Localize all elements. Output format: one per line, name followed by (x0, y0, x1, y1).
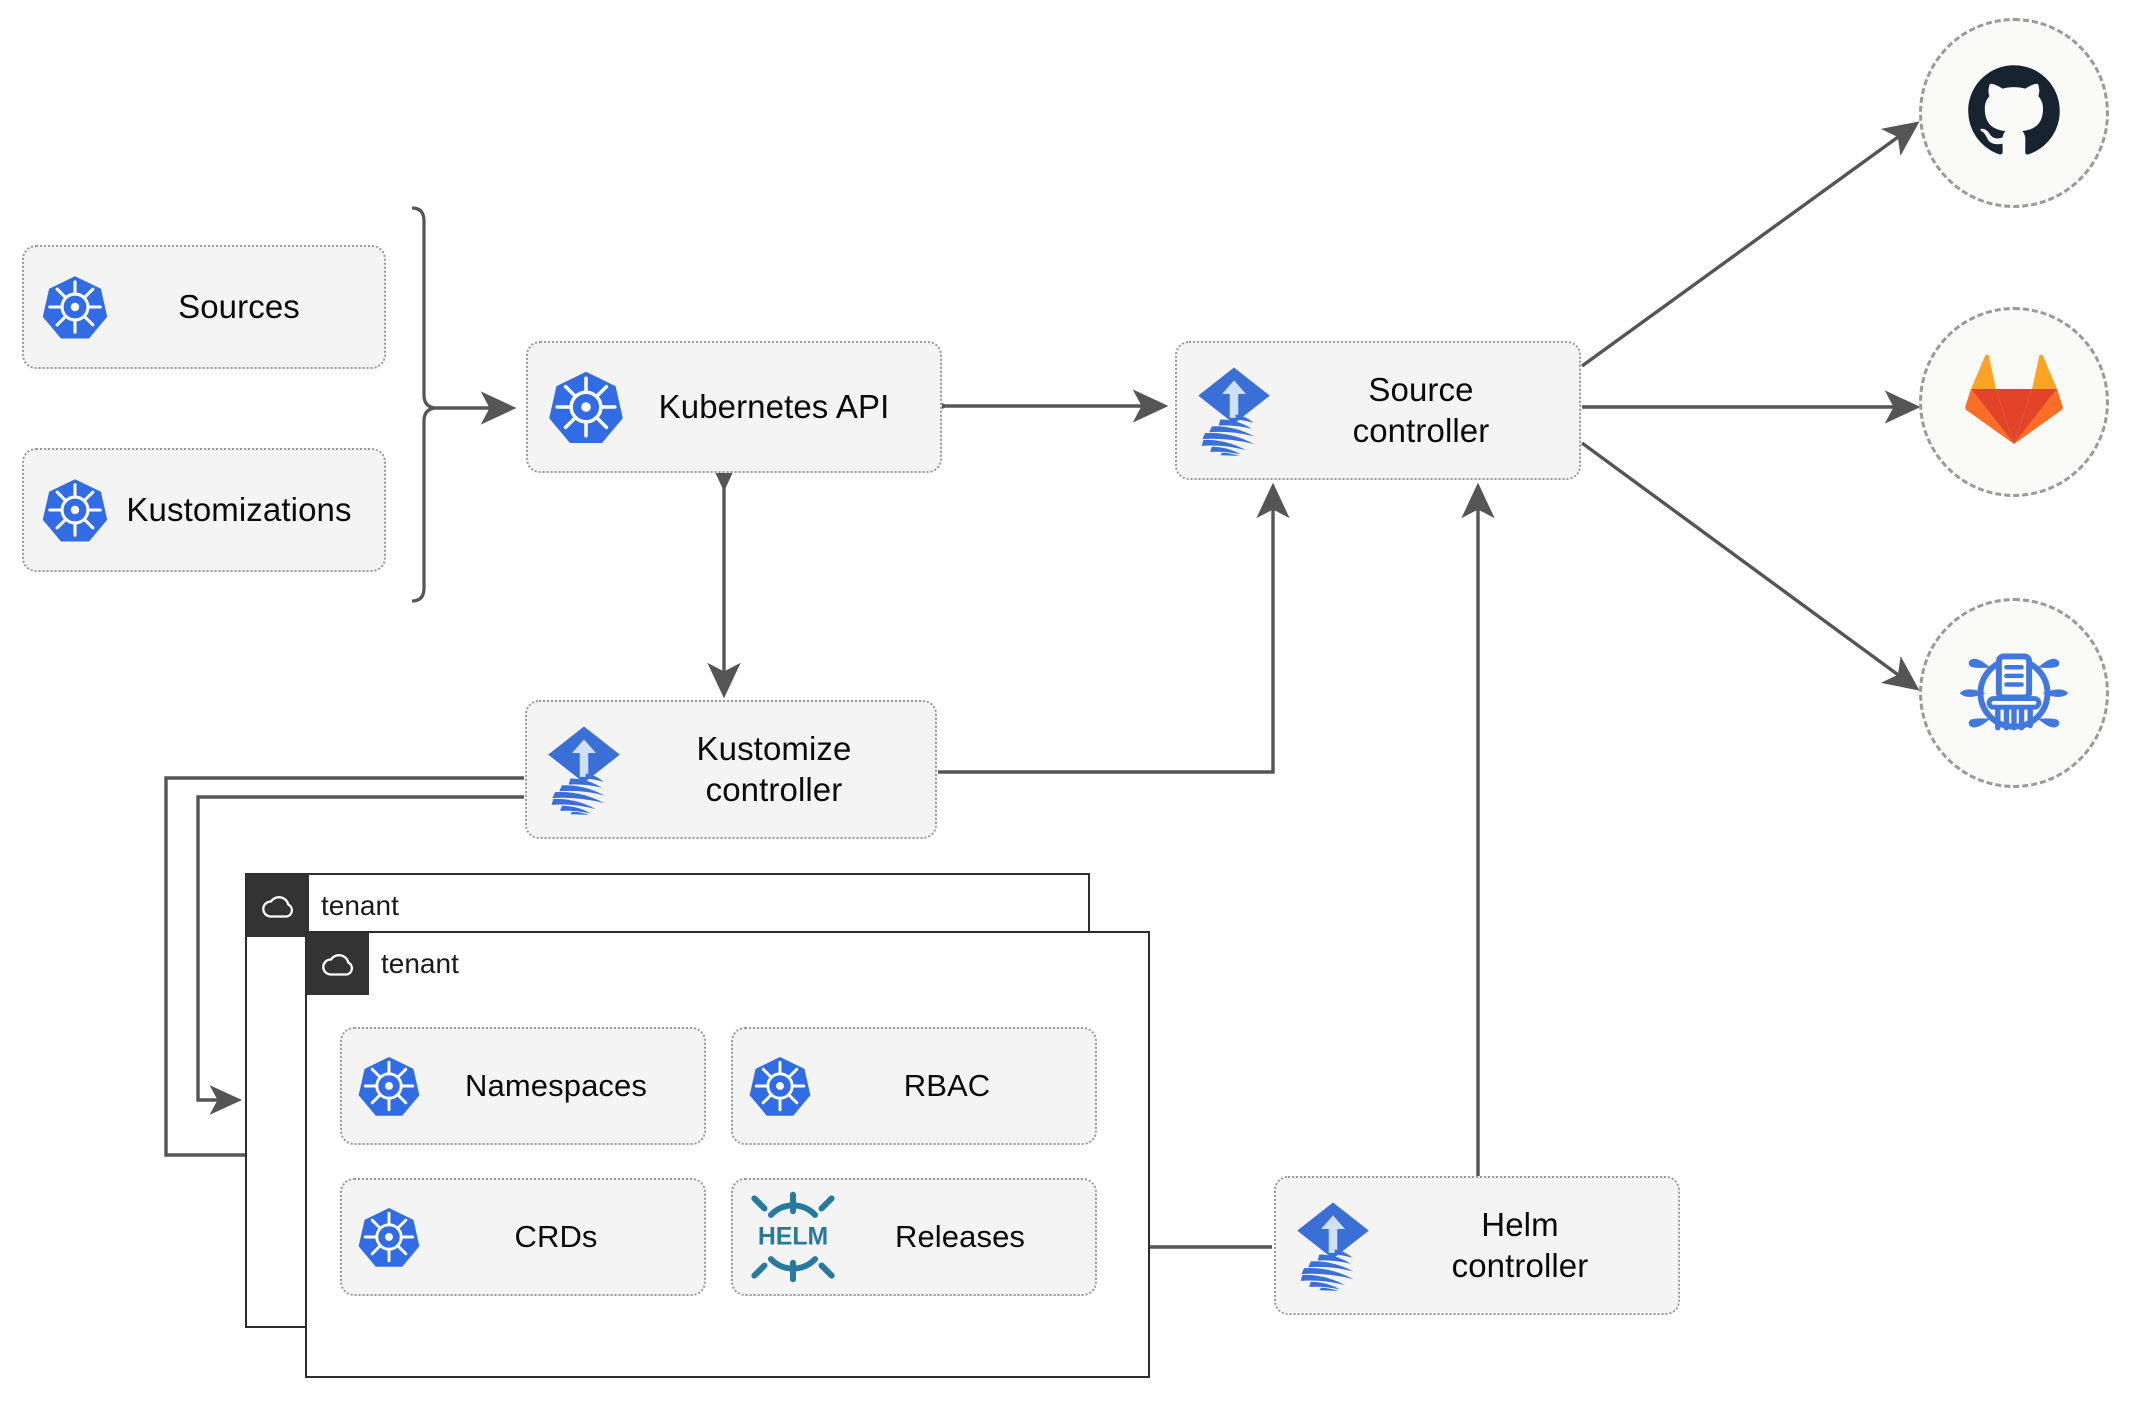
card-rbac[interactable]: RBAC (731, 1027, 1097, 1145)
card-sources[interactable]: Sources (22, 245, 386, 369)
wire-source-bucket (1580, 441, 1920, 691)
card-namespaces[interactable]: Namespaces (340, 1027, 706, 1145)
cloud-icon (247, 875, 309, 937)
cloud-icon (307, 933, 369, 995)
kubernetes-icon (40, 475, 110, 545)
card-kubernetes-api[interactable]: Kubernetes API (526, 341, 942, 473)
kubernetes-icon (40, 272, 110, 342)
tenant-container-inner: tenant (305, 931, 1150, 1378)
card-label: Kustomize controller (696, 730, 852, 808)
card-crds[interactable]: CRDs (340, 1178, 706, 1296)
group-bracket (411, 206, 438, 603)
card-source-controller[interactable]: Source controller (1175, 341, 1581, 480)
helm-repository-icon (1959, 637, 2069, 750)
card-label: Namespaces (465, 1068, 647, 1104)
card-kustomizations[interactable]: Kustomizations (22, 448, 386, 572)
github-icon (1962, 59, 2066, 168)
gitlab-icon (1964, 352, 2064, 453)
card-releases[interactable]: HELM Releases (731, 1178, 1097, 1296)
flux-icon (1191, 365, 1277, 457)
kubernetes-icon (356, 1204, 422, 1270)
provider-github[interactable] (1919, 18, 2109, 208)
kubernetes-icon (747, 1053, 813, 1119)
wire-source-github (1581, 121, 1920, 368)
card-label: Source controller (1352, 371, 1490, 449)
card-label: Kustomizations (126, 490, 352, 528)
kubernetes-icon (546, 367, 626, 447)
card-label: Kubernetes API (658, 387, 890, 425)
helm-icon: HELM (747, 1191, 839, 1283)
card-helm-controller[interactable]: Helm controller (1274, 1176, 1680, 1315)
card-label: CRDs (514, 1219, 598, 1255)
card-kustomize-controller[interactable]: Kustomize controller (525, 700, 937, 839)
card-label: Helm controller (1451, 1206, 1589, 1284)
tenant-label: tenant (321, 890, 399, 921)
provider-helm-repository[interactable] (1919, 598, 2109, 788)
flux-icon (541, 724, 627, 816)
card-label: Sources (178, 287, 300, 325)
flux-icon (1290, 1200, 1376, 1292)
card-label: Releases (894, 1219, 1026, 1255)
wire-kustomize-source (938, 482, 1290, 774)
tenant-label: tenant (381, 948, 459, 979)
card-label: RBAC (903, 1068, 991, 1104)
kubernetes-icon (356, 1053, 422, 1119)
helm-wordmark: HELM (758, 1223, 828, 1250)
provider-gitlab[interactable] (1919, 307, 2109, 497)
